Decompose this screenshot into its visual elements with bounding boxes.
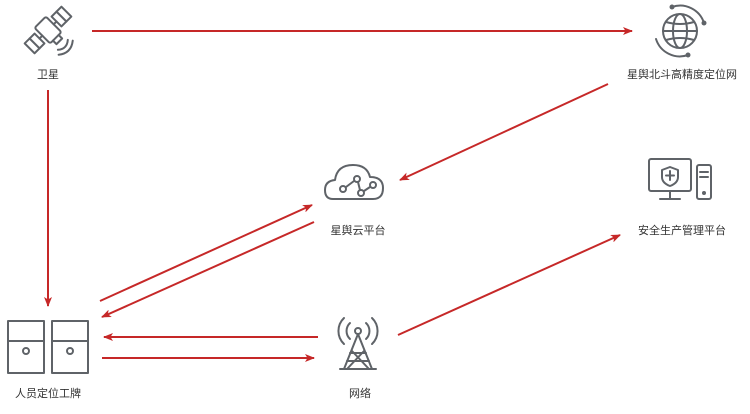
globe-network-icon <box>655 4 707 58</box>
label-network: 网络 <box>349 387 371 400</box>
cloud-network-icon <box>324 164 384 200</box>
computer-shield-icon <box>648 158 712 200</box>
signal-tower-icon <box>337 317 379 370</box>
badge-device-icon <box>7 320 89 374</box>
label-safety: 安全生产管理平台 <box>638 224 726 237</box>
label-badge: 人员定位工牌 <box>15 387 81 400</box>
edge-network-to-safety <box>397 234 621 336</box>
label-cloud: 星舆云平台 <box>330 224 386 237</box>
satellite-icon <box>23 5 74 56</box>
edges-group <box>44 27 633 362</box>
edge-cloud-to-badge <box>101 221 315 318</box>
edge-badge-to-cloud <box>99 204 313 302</box>
label-beidou: 星舆北斗高精度定位网 <box>627 68 737 81</box>
edge-beidou-to-cloud <box>399 83 609 181</box>
label-satellite: 卫星 <box>37 68 59 81</box>
